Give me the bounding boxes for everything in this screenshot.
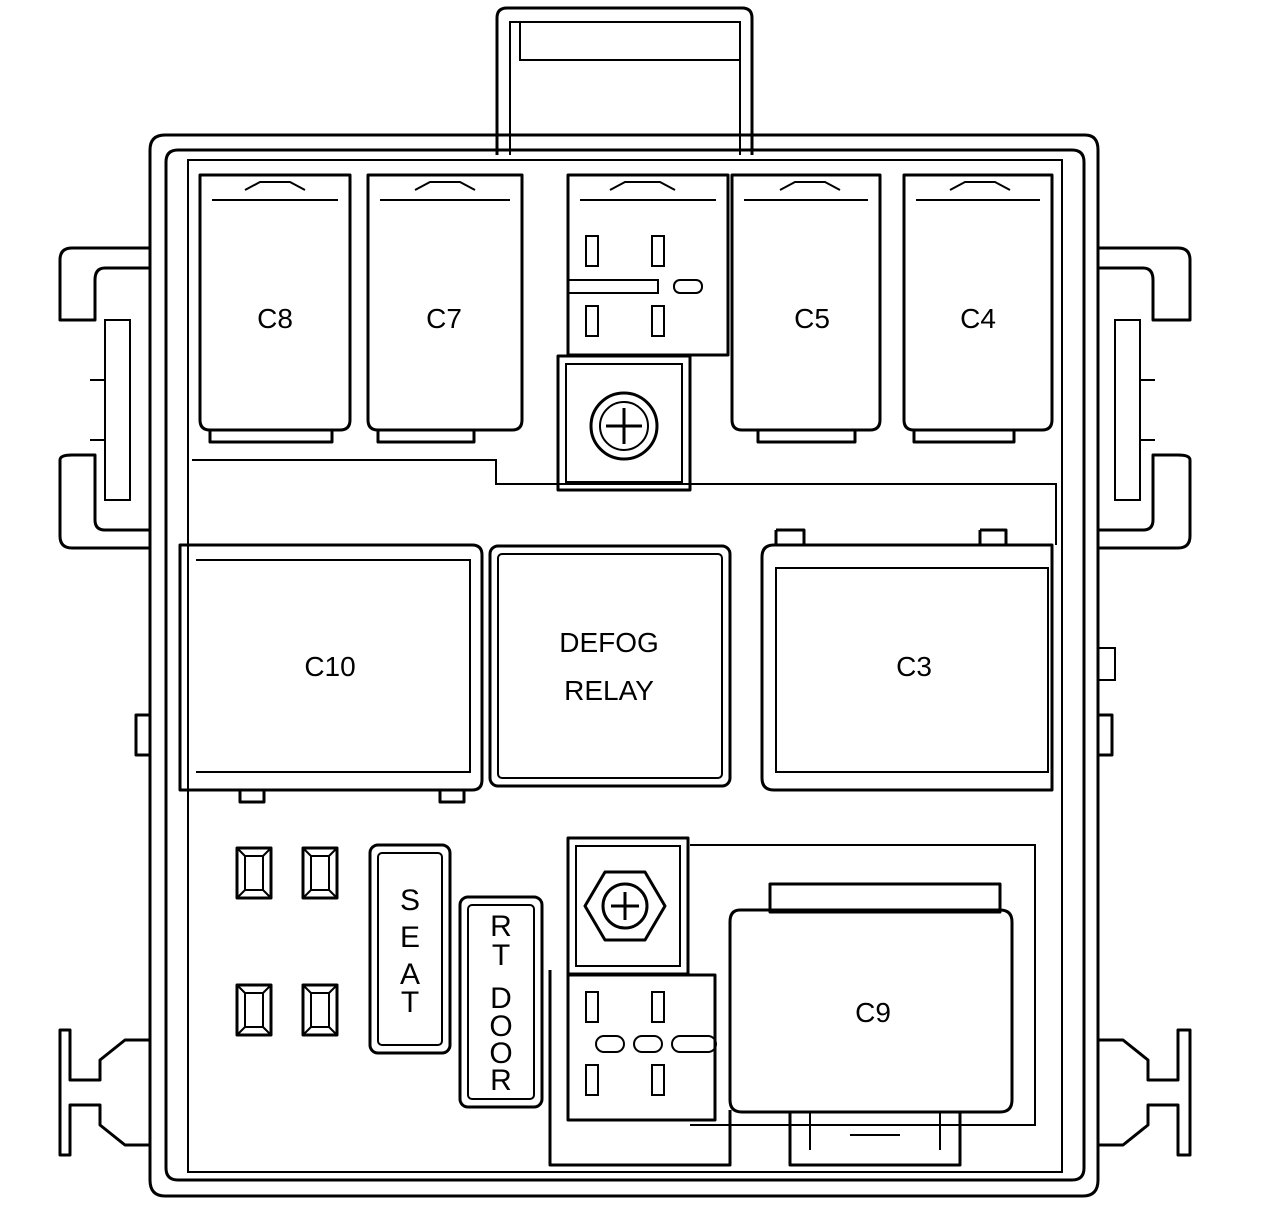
- rt-door-fuse: [458, 895, 544, 1109]
- label-seat-4: T: [401, 986, 419, 1019]
- label-seat-1: S: [400, 884, 420, 917]
- bolt-terminal-top: [556, 354, 692, 492]
- connector-c10: [178, 543, 484, 804]
- label-door-2: O: [489, 1010, 512, 1043]
- defog-relay: [488, 544, 732, 788]
- connector-c3: [760, 528, 1054, 792]
- label-c7: C7: [426, 303, 462, 334]
- divider: [192, 459, 1057, 545]
- label-c9: C9: [855, 997, 891, 1028]
- connector-c9: [690, 844, 1036, 1167]
- middle-row: [178, 528, 1054, 804]
- label-door-1: D: [490, 982, 512, 1015]
- small-relay-bottom: [548, 970, 732, 1167]
- seat-fuse: [368, 843, 452, 1055]
- mini-fuse-cavities: [235, 846, 339, 1037]
- label-c3: C3: [896, 651, 932, 682]
- label-seat-2: E: [400, 921, 420, 954]
- label-c10: C10: [304, 651, 355, 682]
- connector-c7: [366, 173, 524, 444]
- housing: [58, 6, 1192, 1198]
- bolt-terminal-bottom: [566, 836, 690, 976]
- label-c8: C8: [257, 303, 293, 334]
- small-relay-top: [566, 173, 730, 357]
- label-seat-3: A: [400, 958, 420, 991]
- label-defog: DEFOG: [559, 627, 659, 658]
- label-c5: C5: [794, 303, 830, 334]
- label-door-4: R: [490, 1064, 512, 1097]
- connector-c4: [902, 173, 1054, 444]
- label-rt-2: T: [492, 939, 510, 972]
- bottom-row: [235, 836, 1036, 1167]
- label-door-3: O: [489, 1037, 512, 1070]
- connector-c5: [730, 173, 882, 444]
- label-c4: C4: [960, 303, 996, 334]
- label-rt-1: R: [490, 910, 512, 943]
- connector-c8: [198, 173, 352, 444]
- labels: C8 C7 C5 C4 C10 DEFOG RELAY C3 C9 S E A …: [257, 303, 996, 1097]
- label-relay: RELAY: [564, 675, 654, 706]
- top-connector-row: [198, 173, 1054, 492]
